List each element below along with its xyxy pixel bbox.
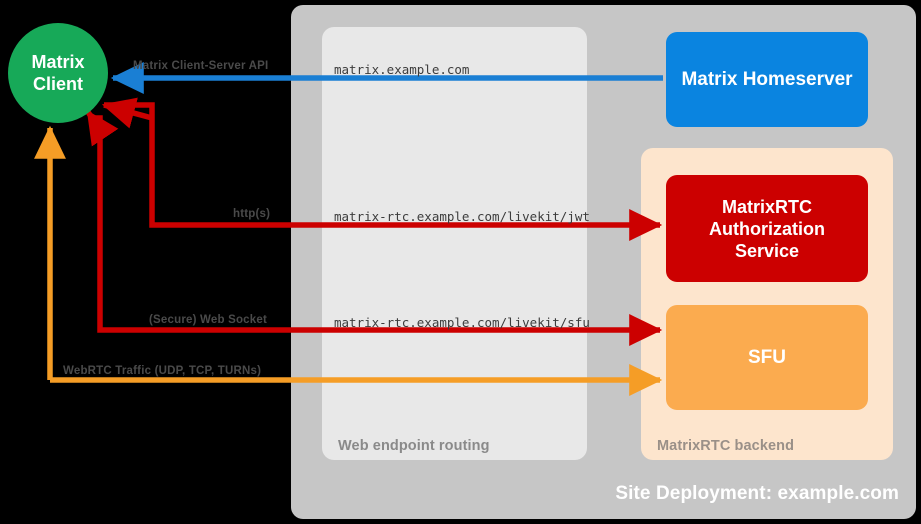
web-endpoint-routing-container bbox=[322, 27, 587, 460]
arrow-websocket-response bbox=[85, 110, 119, 147]
endpoint-livekit-sfu: matrix-rtc.example.com/livekit/sfu bbox=[334, 315, 590, 330]
label-https: http(s) bbox=[233, 208, 271, 220]
matrix-homeserver-node[interactable]: Matrix Homeserver bbox=[666, 32, 868, 127]
site-deployment-caption: Site Deployment: example.com bbox=[615, 483, 899, 504]
matrixrtc-authorization-service-node[interactable]: MatrixRTC Authorization Service bbox=[666, 175, 868, 282]
web-endpoint-routing-caption: Web endpoint routing bbox=[338, 438, 490, 454]
matrix-client-label-line1: Matrix bbox=[31, 52, 85, 72]
auth-label-line1: MatrixRTC bbox=[721, 196, 812, 217]
label-matrix-client-server-api: Matrix Client-Server API bbox=[133, 60, 269, 72]
matrix-client-node[interactable]: Matrix Client bbox=[8, 23, 108, 123]
endpoint-matrix-example-com: matrix.example.com bbox=[334, 62, 470, 77]
endpoint-livekit-jwt: matrix-rtc.example.com/livekit/jwt bbox=[334, 209, 590, 224]
matrixrtc-backend-caption: MatrixRTC backend bbox=[657, 438, 795, 454]
matrix-client-label-line2: Client bbox=[32, 74, 83, 94]
matrix-homeserver-label: Matrix Homeserver bbox=[681, 68, 853, 90]
auth-label-line2: Authorization bbox=[709, 218, 825, 239]
auth-label-line3: Service bbox=[734, 240, 800, 261]
matrixrtc-authorization-service-label: MatrixRTC Authorization Service bbox=[709, 196, 825, 262]
arrow-jwt-response bbox=[101, 97, 153, 129]
sfu-node[interactable]: SFU bbox=[666, 305, 868, 410]
label-webrtc-traffic: WebRTC Traffic (UDP, TCP, TURNs) bbox=[63, 365, 262, 377]
sfu-label: SFU bbox=[748, 346, 786, 368]
label-secure-web-socket: (Secure) Web Socket bbox=[149, 314, 267, 326]
